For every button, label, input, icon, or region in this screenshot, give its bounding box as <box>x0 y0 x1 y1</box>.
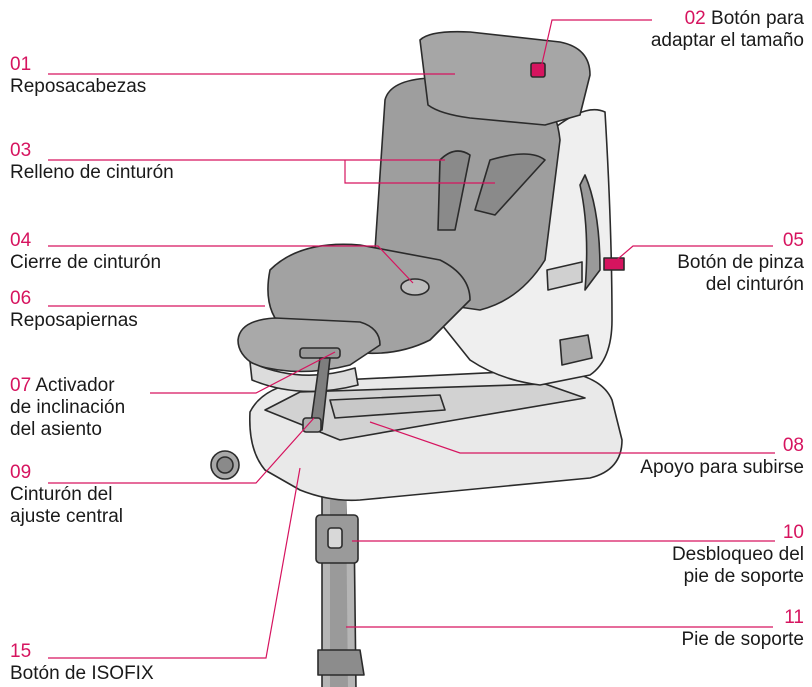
callout-text: Pie de soporte <box>681 629 804 650</box>
callout-15: 15 Botón de ISOFIX <box>10 641 154 685</box>
car-seat-illustration <box>210 30 625 687</box>
callout-text: Reposacabezas <box>10 76 147 97</box>
leader-15 <box>48 467 301 659</box>
leg-release-button <box>327 527 343 549</box>
callout-number: 02 <box>684 8 706 29</box>
callout-text: Desbloqueo del <box>671 544 804 565</box>
callout-07: 07 Activador de inclinación del asiento <box>10 375 125 441</box>
step-support <box>329 394 446 419</box>
callout-number: 01 <box>10 54 32 75</box>
callout-01: 01 Reposacabezas <box>10 54 146 98</box>
leader-07 <box>150 351 336 394</box>
callout-number: 15 <box>10 641 32 662</box>
shell-lower-pad <box>559 334 593 366</box>
callout-08: 08 Apoyo para subirse <box>640 435 804 479</box>
leader-09 <box>48 417 315 484</box>
callout-03: 03 Relleno de cinturón <box>10 140 174 184</box>
callout-number: 04 <box>10 230 32 251</box>
callout-text: Reposapiernas <box>10 310 138 331</box>
callout-text: Cierre de cinturón <box>10 252 162 273</box>
callout-number: 08 <box>782 435 804 456</box>
callout-number: 09 <box>10 462 32 483</box>
central-adjuster-strap <box>309 357 331 431</box>
callout-text: Apoyo para subirse <box>640 457 804 478</box>
leader-08 <box>369 421 775 454</box>
callout-text: pie de soporte <box>683 566 804 587</box>
leg-foot <box>317 649 365 676</box>
callout-text: Cinturón del <box>10 484 113 505</box>
callout-text: Activador <box>35 375 115 396</box>
harness-pad-right <box>474 153 546 216</box>
callout-number: 03 <box>10 140 32 161</box>
callout-number: 10 <box>782 522 804 543</box>
callout-11: 11 Pie de soporte <box>681 607 804 651</box>
headrest <box>419 30 591 126</box>
callout-text: del asiento <box>10 419 102 440</box>
harness-pad-left <box>437 150 471 231</box>
buckle <box>400 278 430 296</box>
callout-text: Botón de ISOFIX <box>10 663 154 684</box>
belt-clip-button <box>603 257 625 271</box>
callout-05: 05 Botón de pinza del cinturón <box>677 230 804 296</box>
callout-09: 09 Cinturón del ajuste central <box>10 462 123 528</box>
size-adjust-button <box>530 62 546 78</box>
callout-number: 11 <box>784 607 804 628</box>
callout-text: de inclinación <box>10 397 126 418</box>
callout-text: adaptar el tamaño <box>650 30 804 51</box>
shell-side-panel <box>579 174 601 291</box>
callout-text: Botón de pinza <box>677 252 804 273</box>
callout-10: 10 Desbloqueo del pie de soporte <box>672 522 804 588</box>
callout-text: del cinturón <box>705 274 804 295</box>
callout-text: Botón para <box>711 8 804 29</box>
callout-02: 02 Botón para adaptar el tamaño <box>651 8 804 52</box>
callout-06: 06 Reposapiernas <box>10 288 138 332</box>
callout-leader-lines <box>48 19 775 659</box>
callout-number: 07 <box>10 375 32 396</box>
leader-03b <box>344 160 495 184</box>
leader-05 <box>611 245 773 265</box>
leg-rest-underside <box>249 361 359 393</box>
callout-04: 04 Cierre de cinturón <box>10 230 161 274</box>
callout-text: ajuste central <box>10 506 124 527</box>
leg-rest <box>237 317 381 373</box>
shell-vent <box>546 261 583 291</box>
leader-04 <box>48 245 414 284</box>
callout-text: Relleno de cinturón <box>10 162 174 183</box>
leader-02 <box>540 19 652 69</box>
callout-number: 06 <box>10 288 32 309</box>
callout-number: 05 <box>782 230 804 251</box>
